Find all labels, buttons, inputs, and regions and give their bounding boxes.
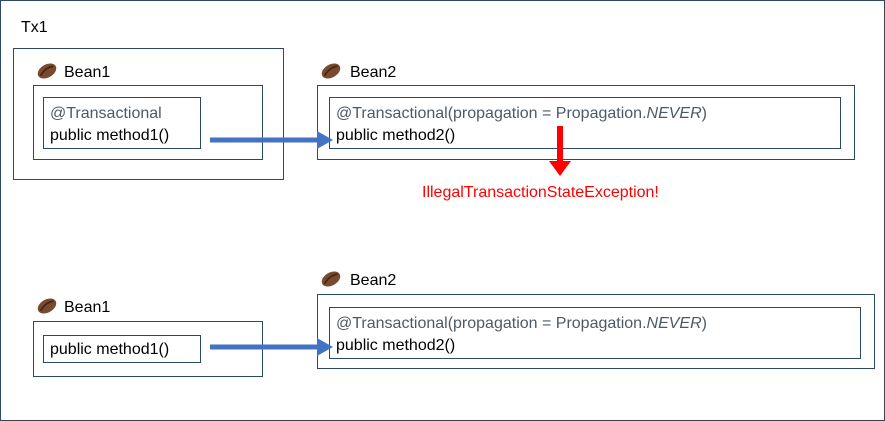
- bottom-method2-signature: public method2(): [336, 337, 456, 354]
- top-method1-annotation: @Transactional: [50, 105, 162, 122]
- bean-icon: [320, 270, 342, 288]
- bottom-method2-box: [329, 307, 861, 359]
- bean-icon: [320, 62, 342, 80]
- top-bean2-box: [317, 85, 855, 160]
- bean-icon: [36, 297, 58, 315]
- transaction-label: Tx1: [21, 19, 48, 36]
- top-bean1-label: Bean1: [64, 64, 111, 81]
- top-bean2-label: Bean2: [350, 64, 397, 81]
- top-bean1-box: [13, 48, 284, 180]
- top-method1-box: [43, 97, 201, 149]
- bottom-method1-box: [43, 335, 201, 363]
- bean-icon: [36, 62, 58, 80]
- top-method2-signature: public method2(): [336, 127, 456, 144]
- bottom-method1-signature: public method1(): [50, 341, 170, 358]
- bottom-bean2-box: [317, 294, 875, 369]
- top-method1-signature: public method1(): [50, 127, 170, 144]
- bottom-bean2-label: Bean2: [350, 272, 397, 289]
- top-bean1-inner-box: [33, 85, 263, 160]
- bottom-bean1-label: Bean1: [64, 299, 111, 316]
- exception-label: IllegalTransactionStateException!: [422, 184, 659, 201]
- top-method2-annotation: @Transactional(propagation = Propagation…: [336, 105, 707, 122]
- top-call-arrow: [210, 131, 333, 149]
- exception-arrow: [549, 126, 571, 176]
- bottom-method2-annotation: @Transactional(propagation = Propagation…: [336, 315, 707, 332]
- top-method2-box: [329, 97, 841, 149]
- bottom-call-arrow: [210, 338, 333, 356]
